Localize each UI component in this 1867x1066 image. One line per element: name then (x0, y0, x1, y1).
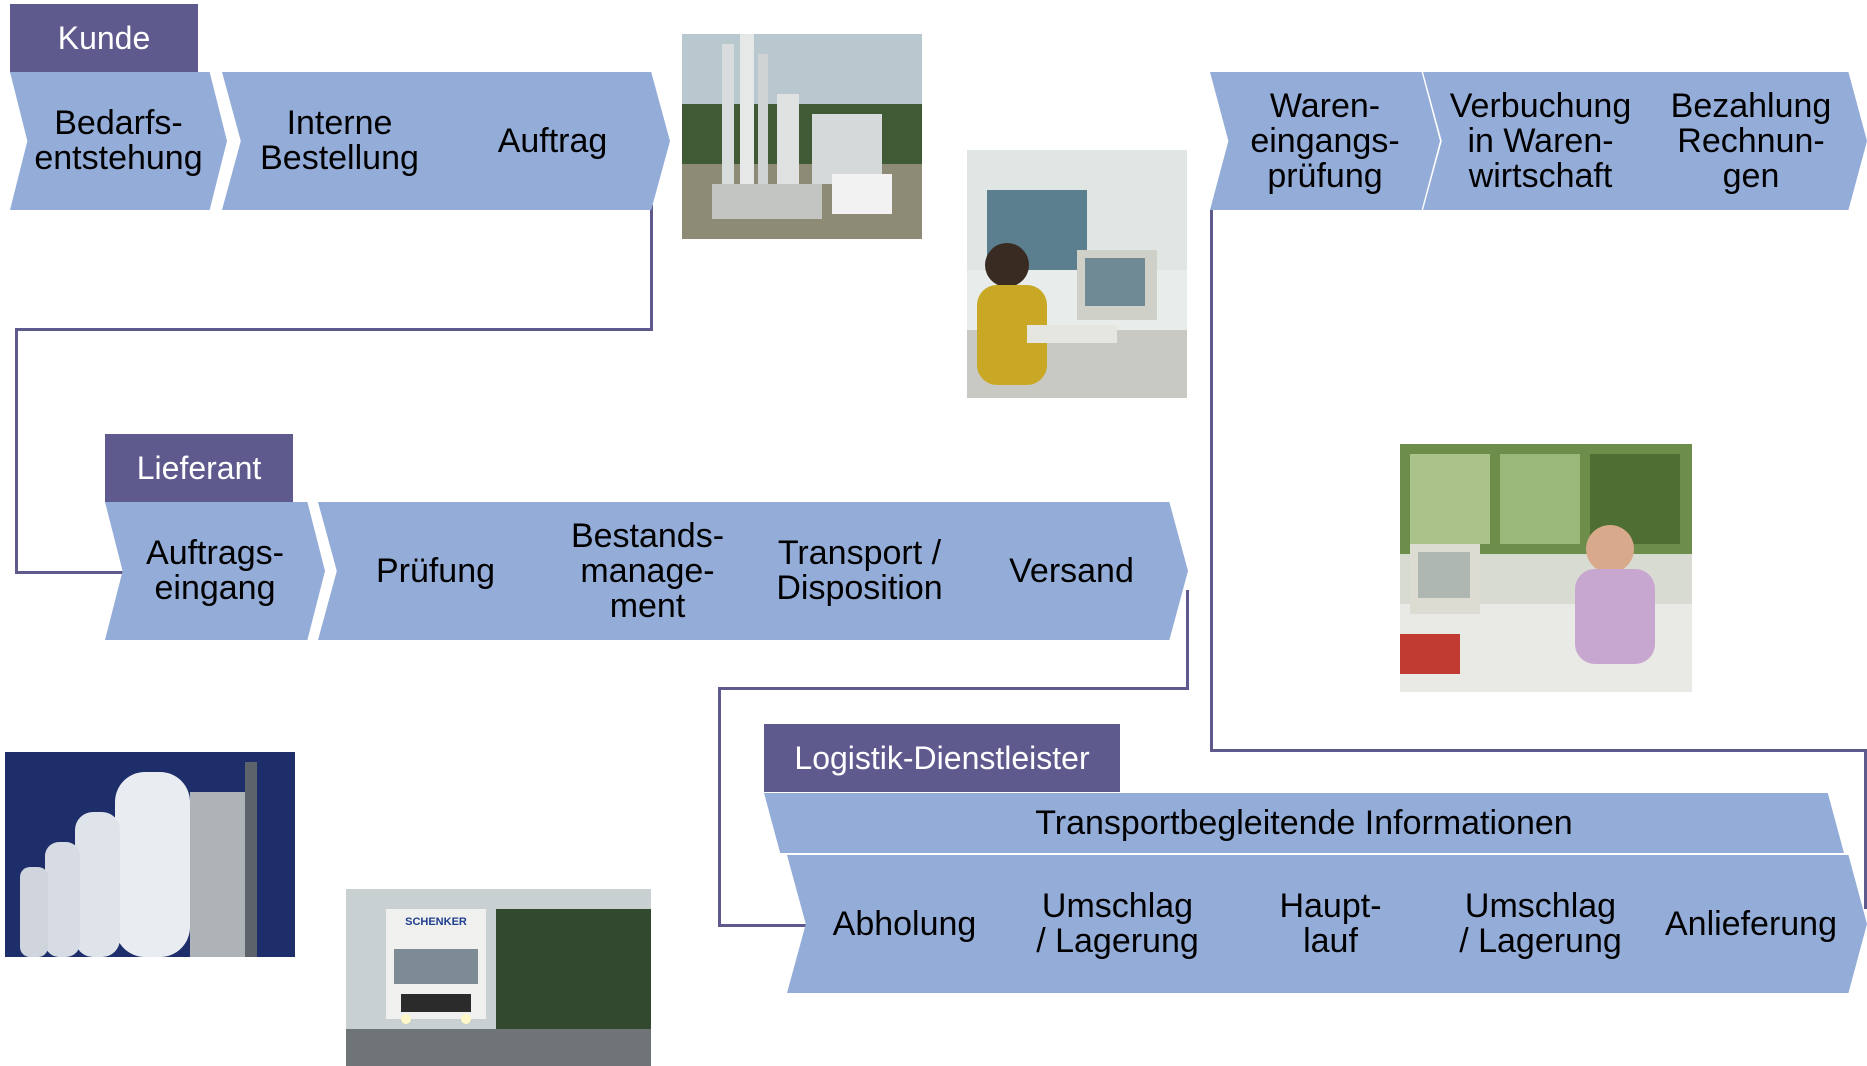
connector-lieferant-logistik-v2 (718, 687, 721, 927)
step-bezahlung-rechnungen: Bezahlung Rechnun- gen (1635, 72, 1867, 210)
step-versand: Versand (955, 502, 1188, 640)
connector-logistik-kunde-v1 (1210, 210, 1213, 752)
transportbegleitende-informationen-band: Transportbegleitende Informationen (764, 793, 1844, 853)
step-pruefung: Prüfung (318, 502, 553, 640)
truck-logo-text: SCHENKER (405, 916, 467, 928)
connector-lieferant-logistik-v1 (1186, 590, 1189, 690)
connector-kunde-lieferant-v2 (15, 328, 18, 573)
truck-photo: SCHENKER (346, 889, 651, 1066)
step-auftrag: Auftrag (435, 72, 670, 210)
refinery-photo (682, 34, 922, 239)
connector-lieferant-logistik-h (718, 687, 1189, 690)
step-umschlag-lagerung-2: Umschlag / Lagerung (1423, 855, 1658, 993)
connector-logistik-kunde-v2 (1864, 749, 1867, 909)
step-verbuchung: Verbuchung in Waren- wirtschaft (1423, 72, 1658, 210)
step-anlieferung: Anlieferung (1635, 855, 1867, 993)
kunde-label: Kunde (10, 4, 198, 72)
step-interne-bestellung: Interne Bestellung (222, 72, 457, 210)
step-bestandsmanagement: Bestands- manage- ment (530, 502, 765, 640)
connector-lieferant-logistik-h2 (718, 924, 810, 927)
step-auftragseingang: Auftrags- eingang (105, 502, 325, 640)
logistik-label: Logistik-Dienstleister (764, 724, 1120, 792)
step-abholung: Abholung (787, 855, 1022, 993)
lieferant-label: Lieferant (105, 434, 293, 502)
storage-tanks-photo (5, 752, 295, 957)
connector-kunde-lieferant-h (15, 328, 653, 331)
step-bedarfsentstehung: Bedarfs- entstehung (10, 72, 227, 210)
connector-kunde-lieferant-v1 (650, 205, 653, 331)
connector-logistik-kunde-h (1210, 749, 1867, 752)
step-wareneingangspruefung: Waren- eingangs- prüfung (1210, 72, 1440, 210)
office-worker-photo-1 (967, 150, 1187, 398)
step-umschlag-lagerung-1: Umschlag / Lagerung (1000, 855, 1235, 993)
step-hauptlauf: Haupt- lauf (1213, 855, 1448, 993)
connector-kunde-lieferant-h2 (15, 571, 125, 574)
office-worker-photo-2 (1400, 444, 1692, 692)
step-transport-disposition: Transport / Disposition (742, 502, 977, 640)
